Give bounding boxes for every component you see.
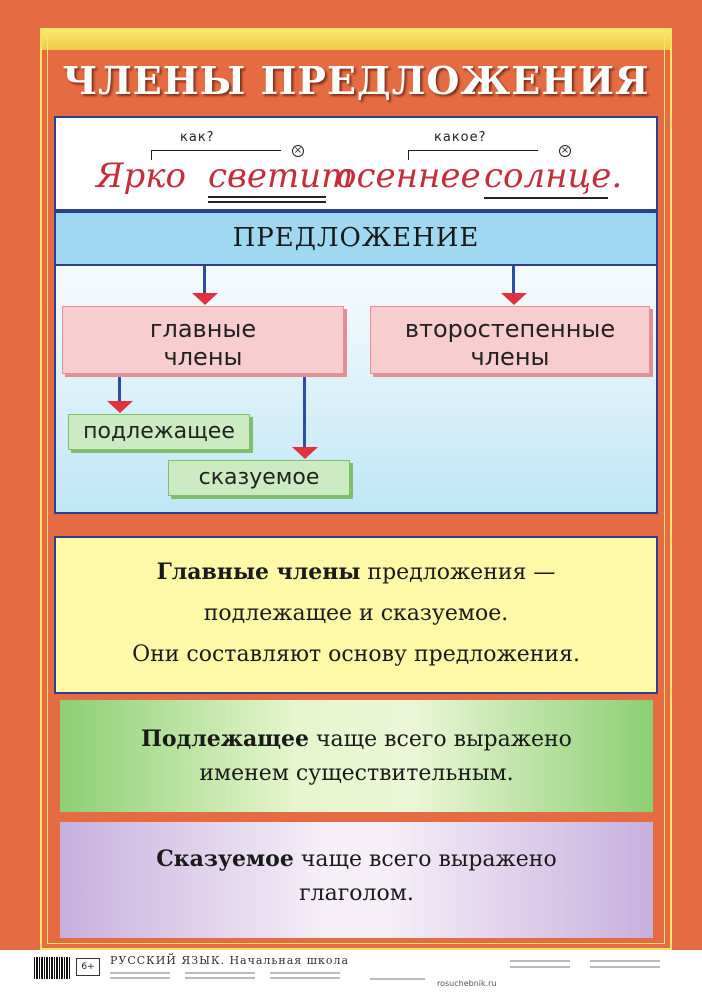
word-svetit: светит [208,156,354,196]
arrow-down-icon [192,293,218,305]
definition-line1-rest: предложения — [360,560,556,585]
publisher-logo [370,978,425,980]
definition-line1: Главные члены предложения — [56,552,656,593]
subject-rule-term: Подлежащее [141,726,309,752]
cross-circle-icon: × [559,145,571,157]
definition-line2: подлежащее и сказуемое. [203,601,509,626]
top-decor-band [42,30,670,50]
question-arrow-line [408,150,538,151]
fine-print [270,977,340,979]
fine-print [185,977,255,979]
series-title: РУССКИЙ ЯЗЫК. Начальная школа [110,954,349,967]
subject-rule-box: Подлежащее чаще всего выражено именем су… [60,700,653,812]
predicate-rule-line2: глаголом. [299,881,414,906]
subject-rule-line2: именем существительным. [199,761,514,786]
secondary-members-line2: члены [470,343,550,371]
question-arrow-tip [408,150,409,160]
sentence-scheme: ПРЕДЛОЖЕНИЕ главные члены второстепенные… [54,211,658,514]
fine-print [185,972,255,974]
subject-rule-line1-rest: чаще всего выражено [309,727,572,752]
predicate-box: сказуемое [168,460,350,496]
fine-print [110,972,170,974]
cross-circle-icon: × [292,145,304,157]
secondary-members-box: второстепенные члены [370,306,650,374]
barcode-icon [34,957,70,979]
fine-print [110,977,170,979]
fine-print [590,960,660,962]
site-link: rosuchebnik.ru [437,979,497,988]
arrow-down-icon [292,447,318,459]
arrow-shaft [203,266,206,294]
fine-print [590,966,660,968]
arrow-shaft [118,377,121,401]
subject-rule-line1: Подлежащее чаще всего выражено [60,722,653,757]
main-members-box: главные члены [62,306,344,374]
fine-print [510,966,570,968]
footer [0,950,702,1000]
word-osennee: осеннее [336,156,481,196]
predicate-rule-line1-rest: чаще всего выражено [293,847,557,872]
predicate-rule-box: Сказуемое чаще всего выражено глаголом. [60,822,653,938]
scheme-header: ПРЕДЛОЖЕНИЕ [56,213,656,266]
predicate-rule-term: Сказуемое [156,846,294,872]
predicate-underline [208,201,326,203]
arrow-down-icon [501,293,527,305]
definition-box: Главные члены предложения — подлежащее и… [54,536,658,694]
fine-print [510,960,570,962]
example-sentence-box: как? какое? × × Ярко светит осеннее солн… [54,116,658,211]
main-members-line2: члены [163,343,243,371]
question-which: какое? [434,130,487,145]
poster-frame-inner [47,34,665,944]
fine-print [270,972,340,974]
definition-line3: Они составляют основу предложения. [132,642,580,667]
age-rating-badge: 6+ [76,958,100,976]
arrow-shaft [303,377,306,447]
question-arrow-line [151,150,281,151]
question-how: как? [180,130,215,145]
word-yarko: Ярко [96,156,186,196]
question-arrow-tip [151,150,152,160]
predicate-underline [208,196,326,198]
poster-title: ЧЛЕНЫ ПРЕДЛОЖЕНИЯ [62,58,650,103]
arrow-down-icon [107,401,133,413]
definition-bold-term: Главные члены [156,559,361,585]
predicate-rule-line1: Сказуемое чаще всего выражено [60,842,653,877]
subject-box: подлежащее [68,414,250,450]
poster-frame-outer [40,28,672,950]
subject-underline [484,197,608,199]
secondary-members-line1: второстепенные [404,315,616,343]
main-members-line1: главные [149,315,257,343]
arrow-shaft [512,266,515,294]
word-solntse: солнце. [484,156,623,196]
